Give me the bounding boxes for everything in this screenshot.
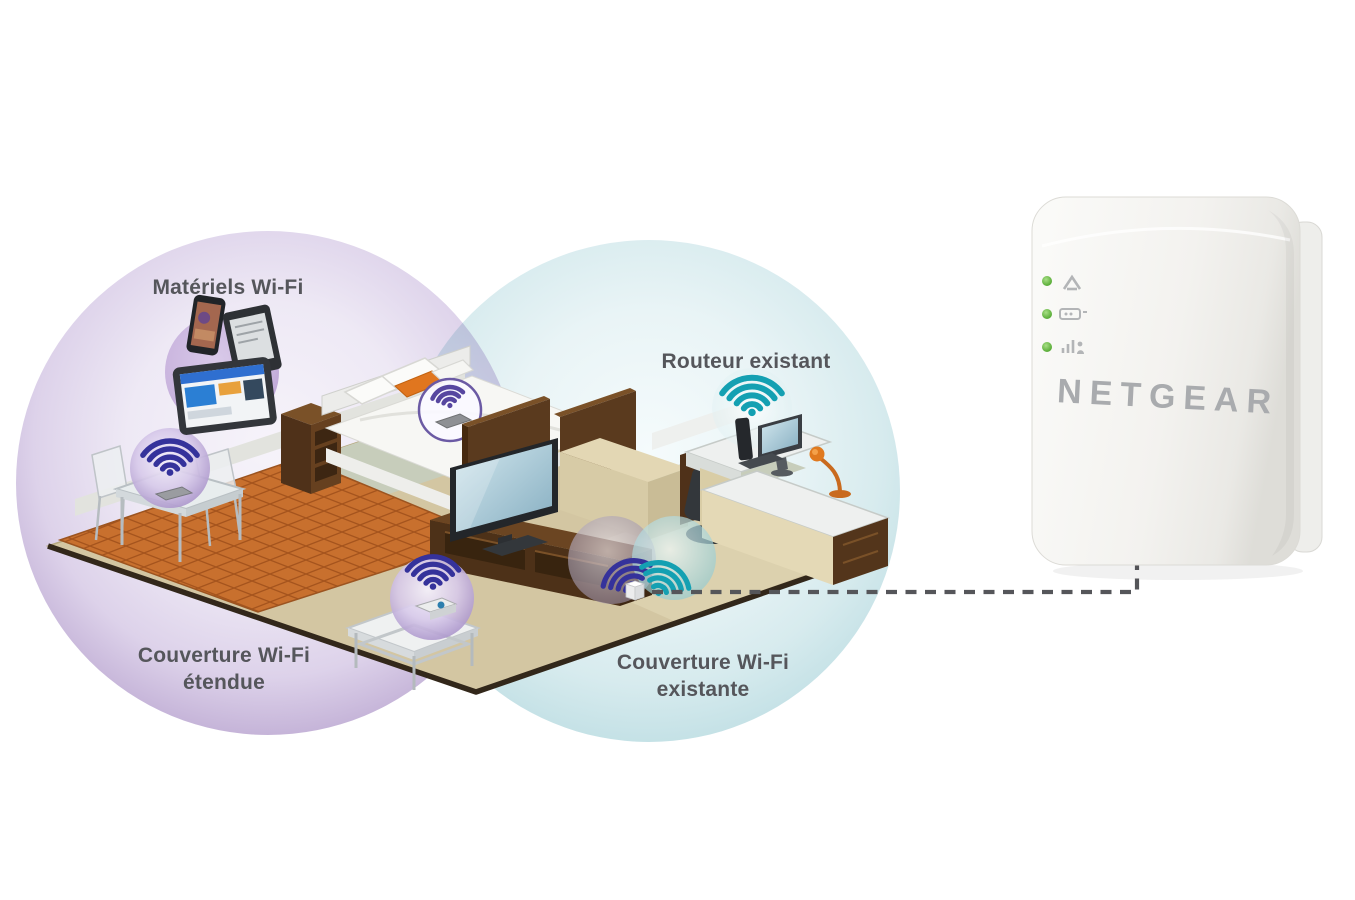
body-side-shading — [1268, 210, 1294, 556]
desk-lamp — [809, 446, 851, 498]
client-device-icon — [1061, 340, 1084, 354]
extended-coverage-line1: Couverture Wi-Fi — [137, 644, 311, 667]
led-1 — [1042, 276, 1052, 286]
wall-plug-extender — [624, 580, 646, 601]
product-shadow — [1053, 562, 1303, 580]
keyboard — [738, 453, 784, 469]
room-illustration — [45, 294, 891, 695]
extended-coverage-label: Couverture Wi-Fi étendue — [64, 642, 384, 696]
led-3 — [1042, 342, 1052, 352]
wifi-devices-label: Matériels Wi-Fi — [152, 276, 304, 299]
dining-table-wifi-bubble — [130, 428, 210, 508]
existing-router-label: Routeur existant — [661, 350, 831, 373]
led-2 — [1042, 309, 1052, 319]
wifi-devices-cluster — [165, 294, 282, 435]
router-link-icon — [1062, 274, 1082, 291]
wps-icon — [1059, 308, 1087, 320]
netgear-extender-product: NETGEAR — [1031, 196, 1323, 580]
body-highlight — [1041, 226, 1291, 248]
coffee-table-wifi-bubble — [390, 556, 474, 640]
dresser — [281, 403, 341, 494]
extended-coverage-line2: étendue — [183, 671, 265, 694]
smartphone — [186, 294, 226, 356]
pillow — [430, 359, 475, 383]
extender-connection-point — [568, 516, 716, 606]
existing-coverage-line1: Couverture Wi-Fi — [616, 651, 790, 674]
led-panel — [1042, 274, 1087, 354]
floor-edge — [47, 543, 883, 695]
extender-body — [1031, 196, 1301, 566]
computer-monitor — [758, 414, 802, 477]
existing-coverage-label: Couverture Wi-Fi existante — [543, 649, 863, 703]
existing-coverage-line2: existante — [656, 678, 750, 701]
tv — [450, 438, 558, 556]
tablet — [172, 357, 277, 435]
office-desk — [652, 368, 891, 585]
